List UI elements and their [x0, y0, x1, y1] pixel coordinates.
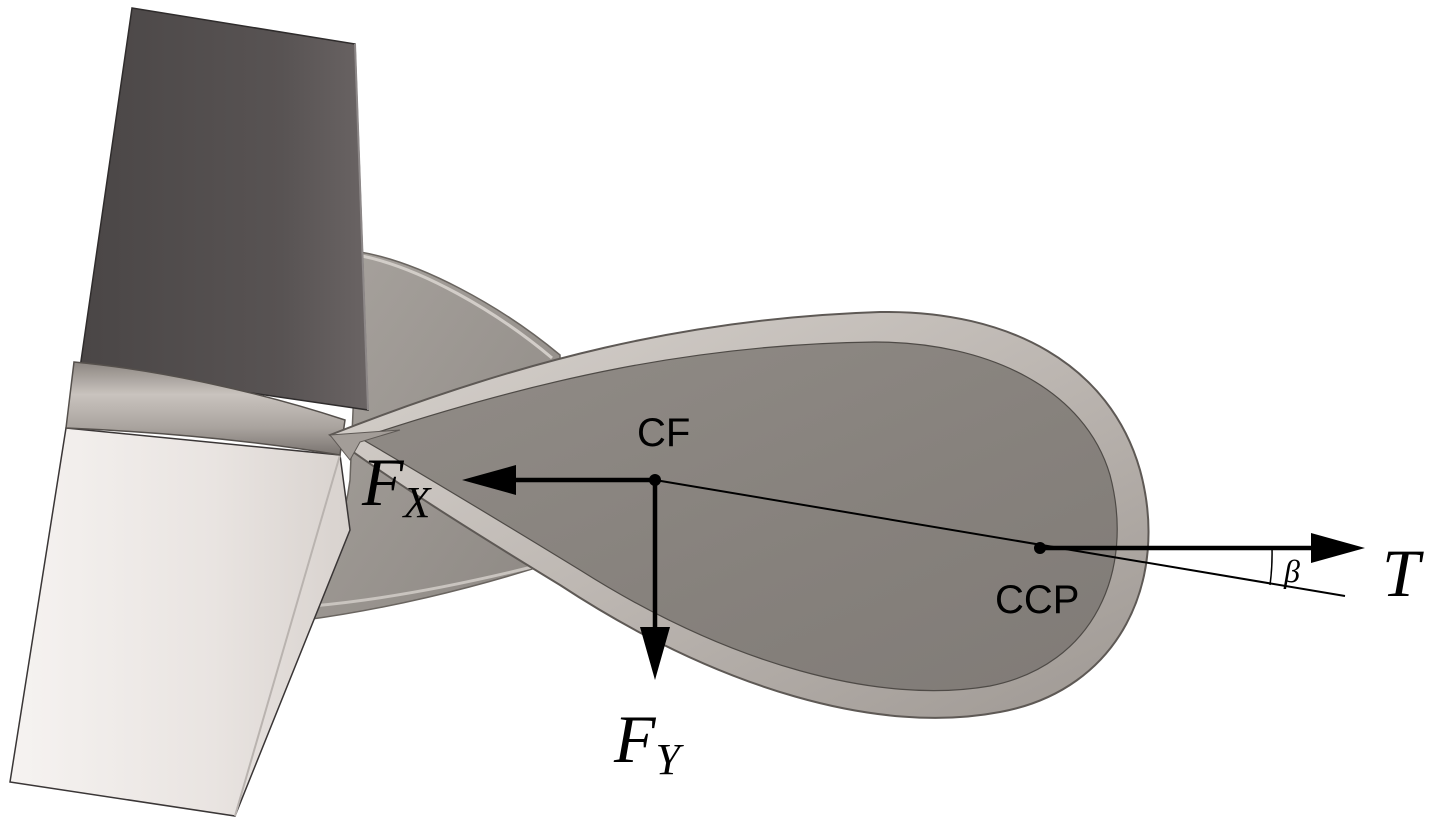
fy-label: FY [613, 701, 685, 784]
beta-arc [1269, 547, 1273, 586]
labels: CF CCP FX FY T β [361, 411, 1424, 784]
fy-label-sub: Y [656, 735, 685, 784]
chord-line [654, 479, 1346, 597]
fx-label-sub: X [402, 478, 433, 527]
cf-label: CF [637, 411, 690, 455]
cf-point [649, 474, 661, 486]
ccp-label: CCP [995, 578, 1079, 622]
fy-label-main: F [613, 701, 657, 777]
force-vectors [462, 465, 1365, 680]
t-arrowhead [1311, 533, 1365, 563]
bottom-fin [9, 427, 351, 817]
fx-label: FX [361, 444, 433, 527]
beta-label: β [1283, 553, 1300, 589]
fx-label-main: F [361, 444, 405, 520]
main-blade [327, 310, 1150, 719]
fy-arrowhead [640, 627, 670, 680]
top-fin [79, 7, 369, 411]
fx-arrowhead [462, 465, 516, 495]
ccp-point [1034, 542, 1046, 554]
t-label: T [1382, 535, 1424, 611]
hub-band [65, 361, 346, 456]
